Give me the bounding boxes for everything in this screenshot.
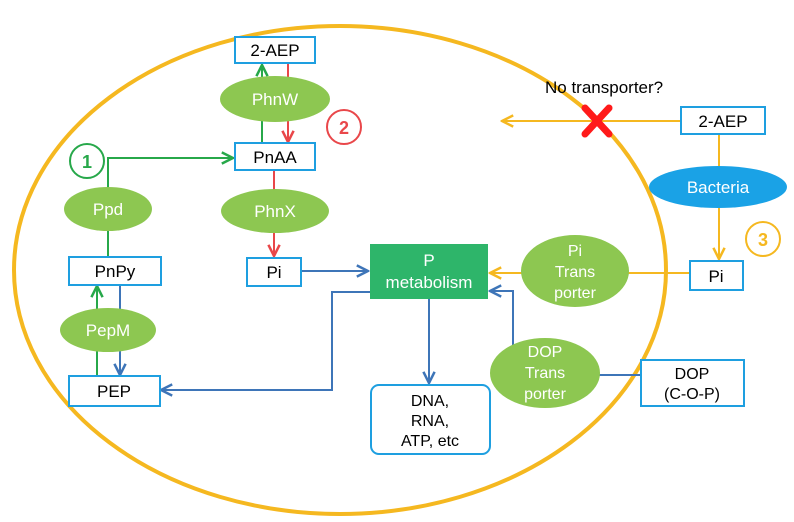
pi-transporter-label-line2: Trans <box>555 264 595 281</box>
p-metabolism-label-line1: P <box>423 251 434 270</box>
pnaa-label: PnAA <box>253 148 297 167</box>
pathway-number-3: 3 <box>745 221 781 257</box>
no-transporter-label: No transporter? <box>545 78 663 97</box>
pathway-number-1-label: 1 <box>82 152 92 172</box>
pepm-enzyme: PepM <box>60 308 156 352</box>
p-metabolism-label-line2: metabolism <box>386 273 473 292</box>
ppd-label: Ppd <box>93 200 123 219</box>
aep-outside-label: 2-AEP <box>698 112 747 131</box>
pi-outside-label: Pi <box>708 267 723 286</box>
dop-transporter: DOP Trans porter <box>490 338 600 408</box>
dop-transporter-label-line3: porter <box>524 386 566 403</box>
phnx-enzyme: PhnX <box>221 189 329 233</box>
aep-outside-box: 2-AEP <box>680 106 766 135</box>
pnaa-box: PnAA <box>234 142 316 171</box>
dna-label-line3: ATP, etc <box>401 433 459 450</box>
cross-icon <box>581 104 613 138</box>
pi-transporter-label-line3: porter <box>554 285 596 302</box>
phnx-label: PhnX <box>254 202 296 221</box>
p-metabolism-box: P metabolism <box>370 244 488 299</box>
dop-label-line1: DOP <box>675 366 710 383</box>
green-arrow-ppd-to-pnaa <box>107 158 233 193</box>
phnw-label: PhnW <box>252 90 298 109</box>
pi-transporter: Pi Trans porter <box>521 235 629 307</box>
pi-inside-box: Pi <box>246 257 302 287</box>
dna-label-line1: DNA, <box>411 393 449 410</box>
phnw-enzyme: PhnW <box>220 76 330 122</box>
dop-transporter-label-line1: DOP <box>528 344 563 361</box>
dop-transporter-label-line2: Trans <box>525 365 565 382</box>
aep-inside-box: 2-AEP <box>234 36 316 64</box>
pathway-number-1: 1 <box>69 143 105 179</box>
dop-box: DOP (C-O-P) <box>640 359 745 407</box>
cell-boundary <box>12 24 668 516</box>
blue-arrow-dop-transporter-to-metabolism <box>490 291 514 345</box>
blue-arrow-metabolism-to-pep <box>161 291 370 390</box>
pi-inside-label: Pi <box>266 263 281 282</box>
pathway-number-2: 2 <box>326 109 362 145</box>
dna-label-line2: RNA, <box>411 413 449 430</box>
pnpy-label: PnPy <box>95 262 136 281</box>
pnpy-box: PnPy <box>68 256 162 286</box>
pi-outside-box: Pi <box>689 260 744 291</box>
pathway-number-2-label: 2 <box>339 118 349 138</box>
pep-label: PEP <box>97 382 131 401</box>
pathway-number-3-label: 3 <box>758 230 768 250</box>
pep-box: PEP <box>68 375 161 407</box>
pi-transporter-label-line1: Pi <box>568 243 582 260</box>
pepm-label: PepM <box>86 321 130 340</box>
aep-inside-label: 2-AEP <box>250 41 299 60</box>
bacteria-label: Bacteria <box>687 178 750 197</box>
bacteria-ellipse: Bacteria <box>649 166 787 208</box>
dna-box: DNA, RNA, ATP, etc <box>370 384 491 455</box>
ppd-enzyme: Ppd <box>64 187 152 231</box>
dop-label-line2: (C-O-P) <box>664 386 720 403</box>
